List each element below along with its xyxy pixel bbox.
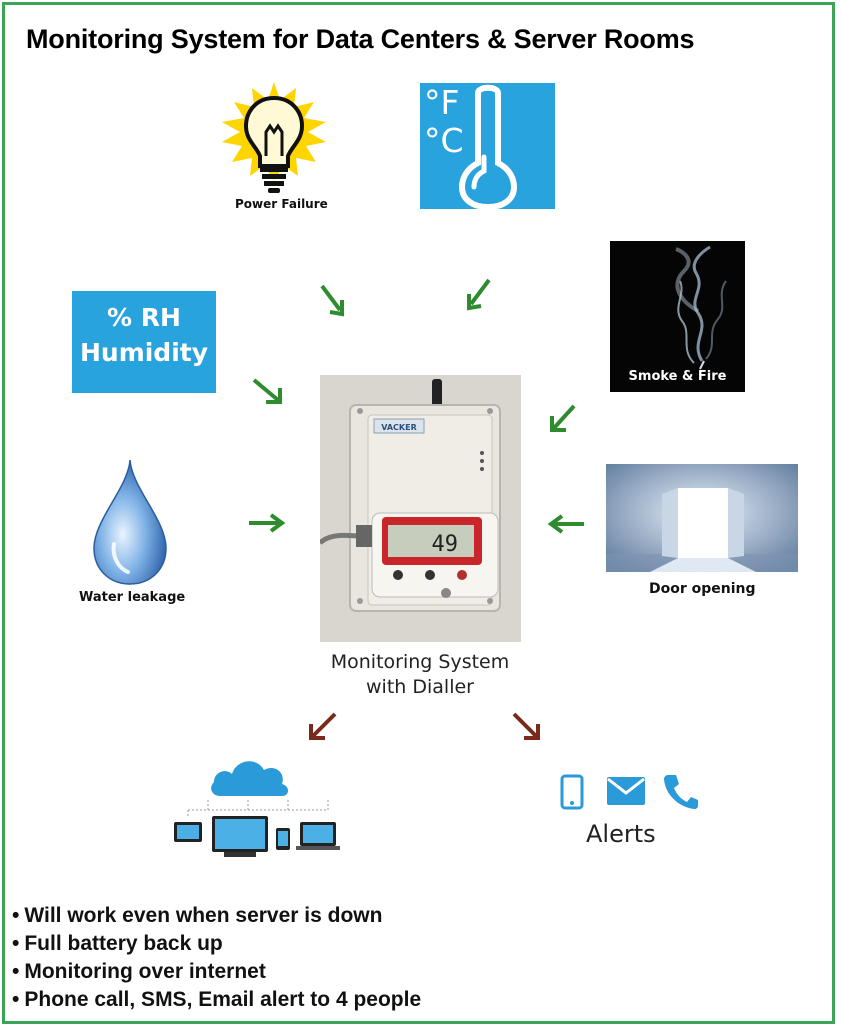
light-bulb-icon bbox=[218, 80, 330, 198]
device-caption: Monitoring System with Dialler bbox=[300, 650, 540, 700]
humidity-percent-label: % RH bbox=[107, 303, 181, 332]
arrow-to-internet bbox=[309, 712, 337, 740]
monitoring-device-photo: VACKER 49 bbox=[320, 375, 521, 642]
arrow-from-door bbox=[547, 514, 584, 534]
door-photo bbox=[606, 464, 798, 572]
feature-item: Monitoring over internet bbox=[12, 958, 421, 986]
arrow-from-humidity bbox=[252, 378, 282, 404]
mobile-phone-icon bbox=[560, 774, 584, 815]
device-brand-text: VACKER bbox=[381, 423, 417, 432]
arrow-from-temperature bbox=[467, 278, 491, 311]
smoke-fire-label: Smoke & Fire bbox=[628, 369, 727, 384]
fahrenheit-label: °F bbox=[424, 83, 460, 122]
door-opening-label: Door opening bbox=[649, 581, 756, 597]
cloud-devices-icon bbox=[168, 752, 348, 862]
phone-call-icon bbox=[662, 772, 700, 815]
celsius-label: °C bbox=[424, 121, 464, 160]
thermometer-icon: °F °C bbox=[420, 83, 555, 209]
water-leakage-label: Water leakage bbox=[79, 590, 186, 605]
feature-item: Phone call, SMS, Email alert to 4 people bbox=[12, 986, 421, 1014]
arrow-to-alerts bbox=[512, 712, 540, 740]
page-title: Monitoring System for Data Centers & Ser… bbox=[26, 24, 695, 54]
alerts-label: Alerts bbox=[586, 820, 656, 848]
email-icon bbox=[606, 776, 646, 811]
arrow-from-smoke bbox=[550, 404, 576, 432]
arrow-from-water bbox=[249, 513, 286, 533]
device-caption-line2: with Dialler bbox=[366, 676, 474, 698]
smoke-photo: Smoke & Fire bbox=[610, 241, 745, 392]
feature-item: Full battery back up bbox=[12, 930, 421, 958]
device-display-value: 49 bbox=[432, 532, 459, 557]
humidity-label: Humidity bbox=[79, 338, 209, 367]
arrow-from-power bbox=[320, 284, 344, 317]
feature-list: Will work even when server is down Full … bbox=[12, 902, 421, 1014]
water-drop-icon bbox=[92, 458, 168, 586]
humidity-tile: % RH Humidity bbox=[72, 291, 216, 393]
feature-item: Will work even when server is down bbox=[12, 902, 421, 930]
power-failure-label: Power Failure bbox=[235, 197, 328, 211]
device-caption-line1: Monitoring System bbox=[330, 651, 510, 673]
